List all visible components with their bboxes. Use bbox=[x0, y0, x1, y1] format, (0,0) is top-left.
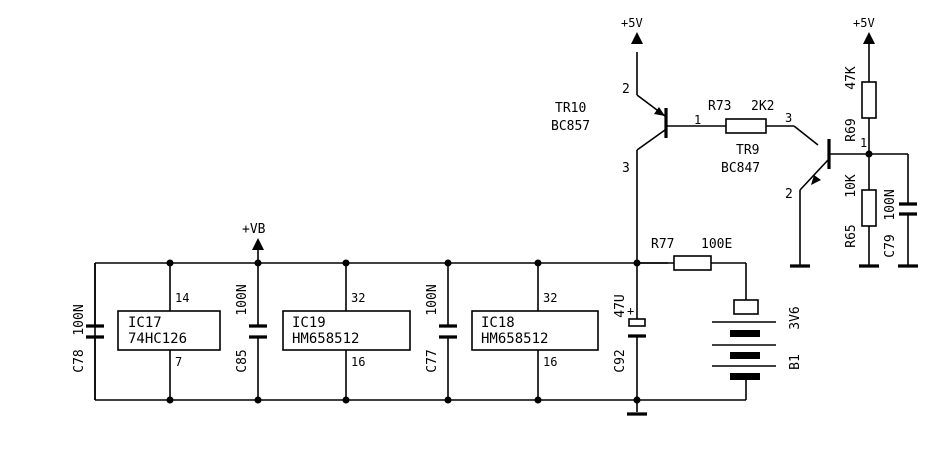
c92-polarity: + bbox=[627, 304, 634, 318]
r65-ref: R65 bbox=[844, 224, 859, 247]
ic17-pin-bottom: 7 bbox=[175, 355, 182, 369]
ic18-value: HM658512 bbox=[481, 331, 548, 347]
ic17-pin-top: 14 bbox=[175, 291, 189, 305]
tr9-type: BC847 bbox=[721, 161, 760, 176]
ic17: IC17 74HC126 14 7 bbox=[117, 263, 221, 400]
r77-value: 100E bbox=[701, 237, 732, 252]
r73-pin-right: 3 bbox=[785, 111, 792, 125]
battery-b1: 3V6 B1 bbox=[712, 299, 803, 400]
ic17-value: 74HC126 bbox=[128, 331, 187, 347]
c78-value: 100N bbox=[72, 304, 87, 335]
resistor-r65: 10K R65 bbox=[844, 174, 879, 268]
tr10-ref: TR10 bbox=[555, 101, 586, 116]
resistor-r77: R77 100E bbox=[637, 237, 747, 300]
capacitor-c92: + 47U C92 bbox=[613, 263, 646, 400]
ic19-value: HM658512 bbox=[292, 331, 359, 347]
ic18-pin-bottom: 16 bbox=[543, 355, 557, 369]
battery-value: 3V6 bbox=[788, 306, 803, 329]
vb-supply: +VB bbox=[242, 222, 266, 263]
tr9-ref: TR9 bbox=[736, 143, 759, 158]
tr10-type: BC857 bbox=[551, 119, 590, 134]
ic18-pin-top: 32 bbox=[543, 291, 557, 305]
vcc-left-label: +5V bbox=[621, 16, 643, 30]
tr9-pin-emitter: 2 bbox=[785, 187, 793, 202]
c79-ref: C79 bbox=[883, 234, 898, 257]
ic19-ref: IC19 bbox=[292, 315, 326, 331]
capacitor-c79: 100N C79 bbox=[869, 153, 918, 268]
junction-dots bbox=[166, 150, 873, 404]
resistor-r69: 47K R69 bbox=[844, 66, 877, 190]
r65-value: 10K bbox=[844, 174, 859, 198]
ic19-pin-top: 32 bbox=[351, 291, 365, 305]
vcc-right-label: +5V bbox=[853, 16, 875, 30]
transistor-tr10: +5V TR10 BC857 2 3 bbox=[551, 16, 726, 263]
transistor-tr9: TR9 BC847 2 1 bbox=[721, 136, 869, 268]
c77-ref: C77 bbox=[425, 349, 440, 372]
r73-value: 2K2 bbox=[751, 99, 774, 114]
r73-ref: R73 bbox=[708, 99, 731, 114]
r69-value: 47K bbox=[844, 66, 859, 90]
battery-ref: B1 bbox=[788, 354, 803, 370]
c85-value: 100N bbox=[235, 284, 250, 315]
ic17-ref: IC17 bbox=[128, 315, 162, 331]
c85-ref: C85 bbox=[235, 349, 250, 372]
capacitor-c78: 100N C78 bbox=[72, 263, 104, 400]
r77-ref: R77 bbox=[651, 237, 674, 252]
capacitor-c77: 100N C77 bbox=[425, 263, 457, 400]
ic19-pin-bottom: 16 bbox=[351, 355, 365, 369]
tr10-pin-collector: 3 bbox=[622, 161, 630, 176]
r73-pin-left: 1 bbox=[694, 113, 701, 127]
c92-value: 47U bbox=[613, 294, 628, 317]
capacitor-c85: 100N C85 bbox=[235, 263, 267, 400]
resistor-r73: R73 2K2 1 3 bbox=[694, 99, 819, 146]
ic18: IC18 HM658512 32 16 bbox=[471, 263, 599, 400]
c77-value: 100N bbox=[425, 284, 440, 315]
r69-ref: R69 bbox=[844, 118, 859, 141]
c78-ref: C78 bbox=[72, 349, 87, 372]
tr10-pin-emitter: 2 bbox=[622, 82, 630, 97]
vcc-right-supply: +5V bbox=[853, 16, 875, 82]
ic19: IC19 HM658512 32 16 bbox=[282, 263, 411, 400]
ic18-ref: IC18 bbox=[481, 315, 515, 331]
c92-ref: C92 bbox=[613, 349, 628, 372]
c79-value: 100N bbox=[883, 189, 898, 220]
vb-label: +VB bbox=[242, 222, 266, 237]
tr9-pin-base: 1 bbox=[860, 136, 867, 150]
